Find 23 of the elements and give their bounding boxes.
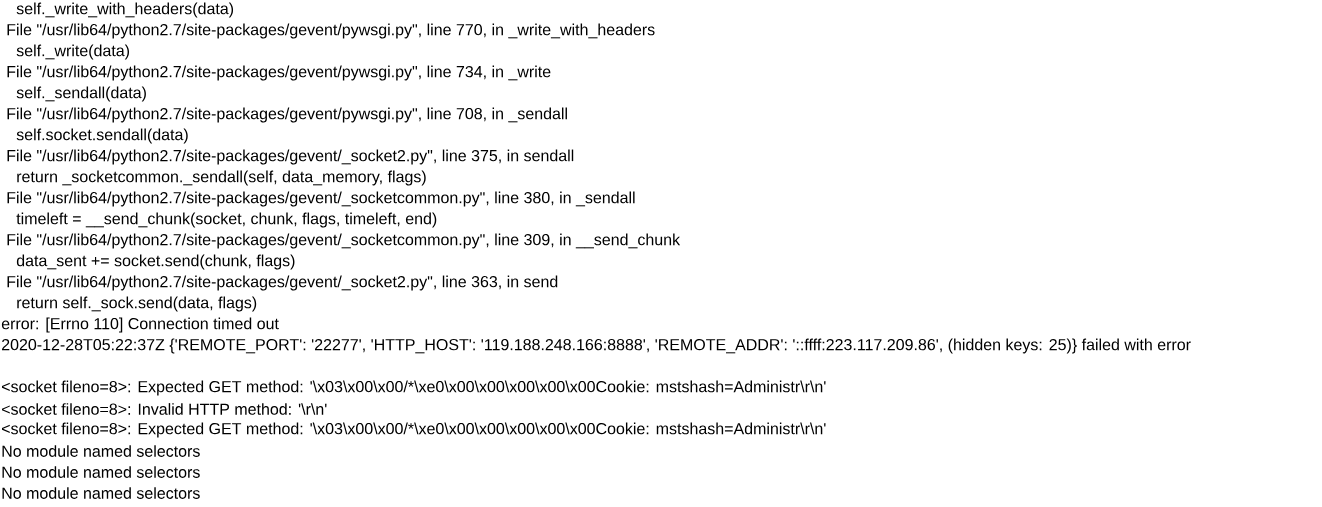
log-line: timeleft = __send_chunk(socket, chunk, flags, timeleft, end)	[16, 212, 437, 228]
log-line: No module named selectors	[2, 445, 200, 457]
log-line: <socket fileno=8>: Expected GET method: '\x03\x00\x00/*\xe0\x00\x00\x00\x00\x00Cookie: mstshash=Administr\r\n'	[2, 380, 826, 396]
log-line: return _socketcommon._sendall(self, data_memory, flags)	[17, 170, 426, 186]
log-line: <socket fileno=8>: Expected GET method: '\x03\x00\x00/*\xe0\x00\x00\x00\x00\x00Cookie: mstshash=Administr\r\n'	[2, 422, 826, 438]
log-line: File "/usr/lib64/python2.7/site-packages/gevent/_socketcommon.py", line 380, in _sendall	[7, 191, 635, 207]
log-line: self._sendall(data)	[16, 86, 146, 102]
log-line: File "/usr/lib64/python2.7/site-packages/gevent/pywsgi.py", line 708, in _sendall	[7, 107, 567, 123]
log-line: File "/usr/lib64/python2.7/site-packages/gevent/_socket2.py", line 363, in send	[7, 275, 558, 291]
log-line: self._write_with_headers(data)	[16, 2, 234, 18]
log-line: <socket fileno=8>: Invalid HTTP method: '\r\n'	[2, 403, 327, 415]
log-line: 2020-12-28T05:22:37Z {'REMOTE_PORT': '22277', 'HTTP_HOST': '119.188.248.166:8888', 'REMOTE_ADDR': '::ffff:223.117.209.86', (hidden keys: 25)} failed with error	[2, 338, 1191, 354]
log-line: File "/usr/lib64/python2.7/site-packages/gevent/_socketcommon.py", line 309, in __send_chunk	[7, 233, 681, 249]
log-line: File "/usr/lib64/python2.7/site-packages/gevent/_socket2.py", line 375, in sendall	[7, 149, 574, 165]
log-line: self.socket.sendall(data)	[16, 128, 188, 144]
log-line: File "/usr/lib64/python2.7/site-packages/gevent/pywsgi.py", line 770, in _write_with_headers	[7, 23, 655, 39]
log-line: error: [Errno 110] Connection timed out	[1, 317, 279, 333]
log-line: No module named selectors	[2, 487, 200, 499]
log-line: return self._sock.send(data, flags)	[17, 296, 257, 312]
log-line: self._write(data)	[16, 44, 129, 60]
log-line: File "/usr/lib64/python2.7/site-packages/gevent/pywsgi.py", line 734, in _write	[7, 65, 551, 81]
log-line: data_sent += socket.send(chunk, flags)	[16, 254, 295, 270]
log-line: No module named selectors	[2, 466, 200, 478]
